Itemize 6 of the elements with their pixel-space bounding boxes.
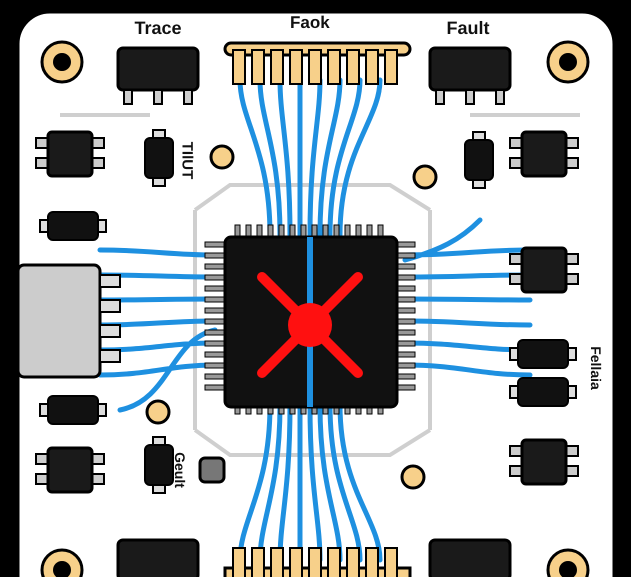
component-label: Faok — [290, 14, 330, 30]
component-label: Trace — [134, 19, 182, 37]
component-label: TIlUT — [179, 141, 194, 179]
component-label: Fellaia — [588, 346, 603, 390]
component-label: Geult — [172, 452, 187, 488]
component-label: Fault — [446, 19, 490, 37]
